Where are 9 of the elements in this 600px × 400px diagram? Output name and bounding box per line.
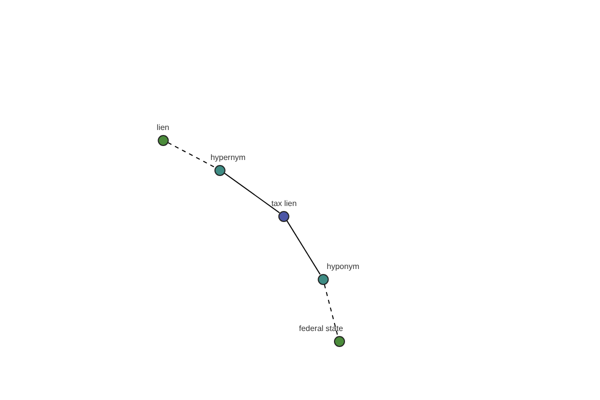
node-label: lien	[156, 122, 170, 132]
node-label: tax lien	[271, 198, 297, 208]
connector-line	[286, 220, 321, 275]
connector-line	[167, 142, 216, 168]
node-label: hypernym	[210, 152, 246, 162]
connector-line	[224, 172, 280, 214]
node-label: federal state	[298, 324, 344, 334]
node-label: hyponym	[326, 262, 360, 272]
connector-line	[324, 284, 338, 336]
